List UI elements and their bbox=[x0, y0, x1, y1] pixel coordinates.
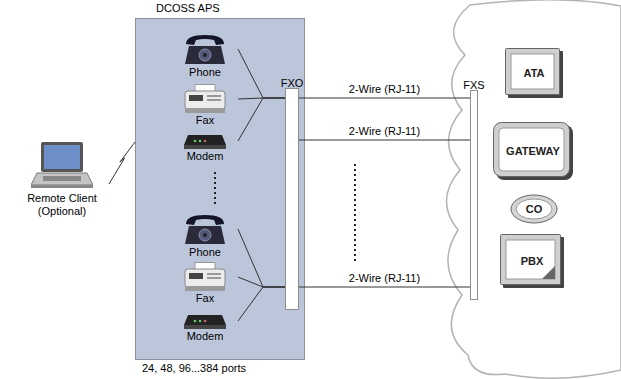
wire-connector bbox=[238, 229, 285, 287]
laptop-picture bbox=[31, 140, 93, 192]
node-label: Fax bbox=[172, 292, 238, 305]
wire-label: 2-Wire (RJ-11) bbox=[349, 83, 420, 96]
phone-picture bbox=[183, 212, 227, 246]
wire-connector bbox=[299, 287, 470, 288]
dcoss-aps-box: DCOSS APSPhoneFaxModemPhoneFaxModemFXO bbox=[135, 18, 305, 360]
port-count-caption: 24, 48, 96...384 ports bbox=[142, 362, 246, 375]
modem-icon: Modem bbox=[172, 132, 238, 163]
edge-label-holder: 2-Wire (RJ-11) bbox=[349, 272, 420, 285]
node-label: CO bbox=[526, 203, 543, 216]
fax-picture bbox=[183, 84, 227, 114]
remote-link bbox=[109, 142, 135, 184]
label-holder: 24, 48, 96...384 ports bbox=[142, 362, 246, 375]
wire-label: 2-Wire (RJ-11) bbox=[349, 272, 420, 285]
modem-picture bbox=[183, 132, 227, 150]
dotted-ellipsis bbox=[354, 164, 356, 262]
ata-device: ATA bbox=[505, 48, 563, 98]
phone-icon: Phone bbox=[172, 212, 238, 259]
wire-connector bbox=[238, 49, 285, 98]
heading-label: DCOSS APS bbox=[156, 2, 304, 15]
gateway-device: GATEWAY bbox=[493, 122, 573, 180]
fxs-port-bar: FXS bbox=[470, 90, 478, 300]
wire-connector bbox=[238, 277, 285, 287]
node-label: GATEWAY bbox=[506, 145, 560, 158]
node-label: Phone bbox=[172, 66, 238, 79]
node-label: Remote Client (Optional) bbox=[17, 192, 107, 218]
fxo-port-bar: FXO bbox=[285, 88, 299, 310]
edge-label-holder: 2-Wire (RJ-11) bbox=[349, 125, 420, 138]
central-office: CO bbox=[510, 194, 558, 224]
node-label: Phone bbox=[172, 246, 238, 259]
wire-label: 2-Wire (RJ-11) bbox=[349, 125, 420, 138]
wire-connector bbox=[238, 98, 285, 141]
node-label: ATA bbox=[524, 67, 545, 80]
phone-picture bbox=[183, 32, 227, 66]
heading-label: FXO bbox=[281, 77, 304, 90]
fax-picture bbox=[183, 262, 227, 292]
heading-label: FXS bbox=[463, 79, 484, 92]
modem-icon: Modem bbox=[172, 312, 238, 343]
fax-icon: Fax bbox=[172, 84, 238, 127]
wire-connector bbox=[299, 98, 470, 99]
dotted-ellipsis bbox=[214, 172, 216, 206]
node-label: Modem bbox=[172, 150, 238, 163]
network-cloud bbox=[446, 0, 621, 378]
remote-client: Remote Client (Optional) bbox=[17, 140, 107, 218]
node-label: PBX bbox=[521, 255, 544, 268]
node-label: Modem bbox=[172, 330, 238, 343]
pbx-device: PBX bbox=[500, 234, 564, 288]
phone-icon: Phone bbox=[172, 32, 238, 79]
node-label: Fax bbox=[172, 114, 238, 127]
edge-label-holder: 2-Wire (RJ-11) bbox=[349, 83, 420, 96]
wire-connector bbox=[299, 140, 470, 141]
modem-picture bbox=[183, 312, 227, 330]
fax-icon: Fax bbox=[172, 262, 238, 305]
wire-connector bbox=[238, 287, 285, 321]
